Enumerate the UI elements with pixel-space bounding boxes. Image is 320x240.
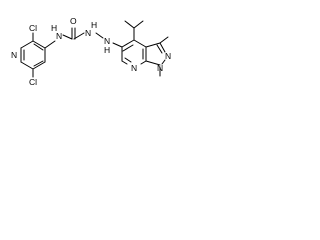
bond — [121, 60, 128, 65]
bond — [62, 34, 73, 40]
bond — [32, 40, 46, 49]
bond — [133, 39, 147, 48]
dichloropyridine-ring — [20, 40, 46, 70]
bond — [156, 44, 163, 54]
atom-nitrogen-pyridine: N — [11, 50, 17, 60]
bond — [124, 57, 132, 63]
atom-oxygen-carbonyl: O — [70, 16, 77, 26]
atom-nitrogen-amide: N — [56, 31, 62, 41]
bond — [121, 39, 135, 48]
bond — [145, 60, 161, 66]
bond — [112, 42, 123, 48]
atom-hydrogen-hydrazine-1: H — [91, 20, 97, 30]
atom-chlorine-bottom: Cl — [29, 77, 37, 87]
methyl-bond — [159, 36, 169, 44]
atom-nitrogen-hydrazine-1: N — [85, 28, 91, 38]
bond — [32, 61, 46, 70]
atom-nitrogen-pyridine-ring: N — [131, 63, 137, 73]
bond — [33, 43, 44, 51]
bond — [20, 40, 34, 49]
bond — [44, 40, 56, 49]
atom-chlorine-top: Cl — [29, 23, 37, 33]
atom-nitrogen-hydrazine-2: N — [104, 36, 110, 46]
bond — [140, 60, 147, 65]
atom-hydrogen-hydrazine-2: H — [104, 45, 110, 55]
bond — [95, 32, 104, 39]
bond — [161, 59, 166, 65]
atom-nitrogen-pyrazole-2: N — [165, 51, 171, 61]
pyrazolopyridine-core — [121, 20, 169, 77]
bond — [145, 42, 161, 48]
bond — [122, 44, 134, 52]
bond — [159, 42, 166, 53]
atom-hydrogen-amide: H — [51, 23, 57, 33]
bond — [33, 60, 44, 67]
bond — [20, 61, 34, 70]
isopropyl-bond — [124, 20, 135, 29]
chemical-structure: Cl Cl N H N O N H N H N N N — [11, 16, 171, 87]
isopropyl-bond — [133, 20, 144, 29]
bond — [73, 32, 85, 40]
atom-nitrogen-pyrazole-1: N — [157, 63, 163, 73]
